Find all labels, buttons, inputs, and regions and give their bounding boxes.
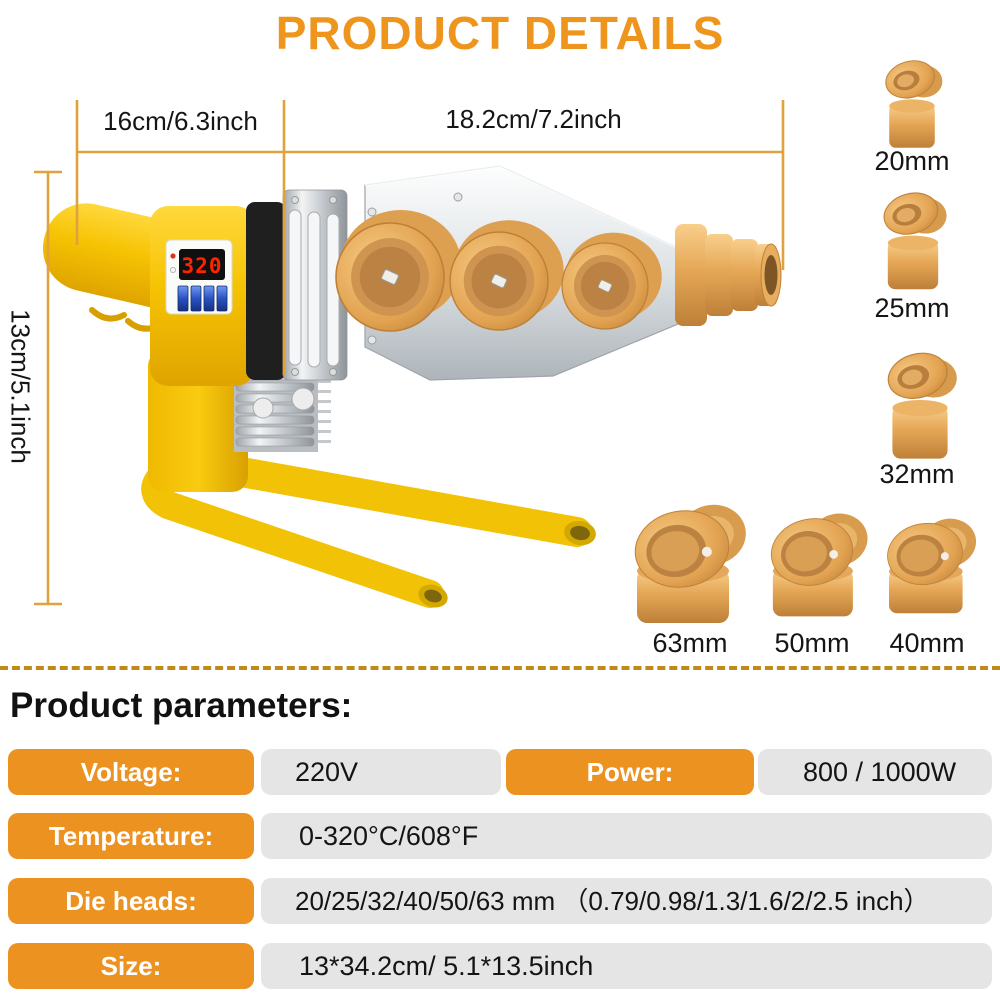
temperature-display [179,249,225,280]
die-label-32mm: 32mm [879,459,955,489]
dashed-separator-line [0,666,1000,670]
power-label-pill: Power: [506,749,754,795]
die-head-63mm-illustration [628,498,752,624]
size-label-pill: Size: [8,943,254,989]
die-head-20mm-illustration [880,54,943,149]
dimension-label-height: 13cm/5.1inch [5,309,36,464]
die-label-20mm: 20mm [874,146,950,176]
page-title: PRODUCT DETAILS [275,7,725,59]
die-label-40mm: 40mm [889,628,965,658]
die-head-25mm-illustration [878,186,948,290]
power-value-pill: 800 / 1000W [758,749,992,795]
temperature-display-value: 320 [182,254,223,278]
voltage-label-pill: Voltage: [8,749,254,795]
temperature-label-pill: Temperature: [8,813,254,859]
die-label-50mm: 50mm [774,628,850,658]
machine-collar [246,202,286,380]
panel-buttons [177,285,228,312]
die-label-25mm: 25mm [874,293,950,323]
dimension-lines [34,100,785,606]
machine-clamp [282,189,348,381]
die-head-40mm-illustration [882,513,981,614]
dimension-label-width-right: 18.2cm/7.2inch [445,104,622,134]
die-heads-label-pill: Die heads: [8,878,254,924]
voltage-value-pill: 220V [261,749,501,795]
machine-control-panel: 320 [165,239,233,315]
die-head-32mm-illustration [882,345,958,460]
machine-nozzle [675,224,782,326]
die-head-50mm-illustration [765,507,873,617]
die-heads-value-pill: 20/25/32/40/50/63 mm （0.79/0.98/1.3/1.6/… [261,878,992,924]
dimension-label-width-left: 16cm/6.3inch [103,106,258,136]
welding-machine-illustration: 320 [42,164,782,608]
temperature-value-pill: 0-320°C/608°F [261,813,992,859]
die-label-63mm: 63mm [652,628,728,658]
parameters-heading: Product parameters: [10,686,353,725]
panel-indicator-light-white [169,266,177,274]
panel-indicator-light-red [170,253,176,259]
size-value-pill: 13*34.2cm/ 5.1*13.5inch [261,943,992,989]
